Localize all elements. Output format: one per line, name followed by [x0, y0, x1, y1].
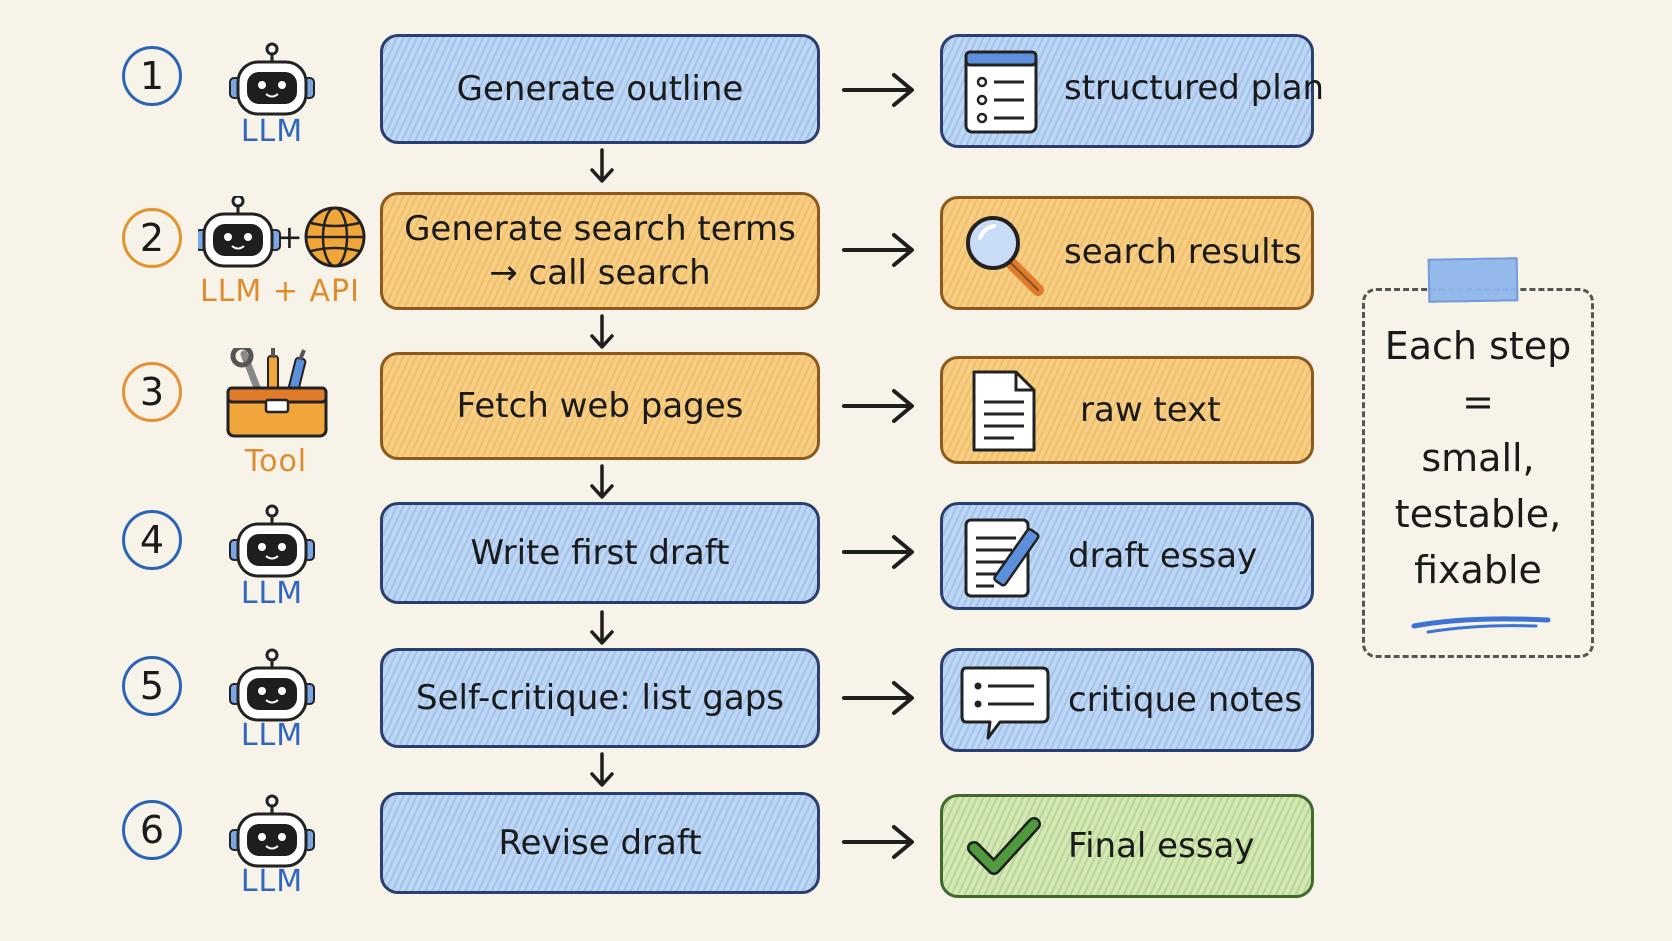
step-4-process: Write first draft: [380, 502, 820, 604]
plus-sign: +: [276, 218, 303, 256]
step-6-actor: LLM: [240, 864, 304, 899]
robot-icon: [228, 42, 316, 116]
step-2-number: 2: [122, 208, 182, 268]
robot-icon: [198, 196, 282, 268]
globe-icon: [304, 206, 366, 268]
speech-bubble-icon: [960, 666, 1050, 740]
step-2-arrow: [842, 233, 914, 267]
step-6-output: [940, 794, 1314, 898]
step-5-down-arrow: [590, 752, 614, 787]
step-1-process: Generate outline: [380, 34, 820, 144]
step-1-down-arrow: [590, 148, 614, 183]
step-5-process-label: Self-critique: list gaps: [416, 678, 784, 718]
step-4-process-label: Write first draft: [470, 533, 730, 573]
step-5-output-label: critique notes: [1068, 680, 1303, 720]
checklist-icon: [964, 50, 1038, 134]
step-6-process-label: Revise draft: [498, 823, 702, 863]
step-2-process: Generate search terms → call search: [380, 192, 820, 310]
note-line-3: small,: [1421, 436, 1535, 480]
step-4-number: 4: [122, 510, 182, 570]
note-line-5: fixable: [1414, 548, 1542, 592]
step-1-output-label: structured plan: [1064, 68, 1325, 108]
step-3-down-arrow: [590, 464, 614, 499]
step-2-output-label: search results: [1064, 232, 1302, 272]
document-icon: [972, 370, 1036, 452]
robot-icon: [228, 504, 316, 578]
robot-icon: [228, 648, 316, 722]
note-text: Each step = small, testable, fixable: [1362, 318, 1594, 598]
step-4-down-arrow: [590, 610, 614, 645]
step-2-process-line1: Generate search terms: [404, 209, 796, 249]
step-6-process: Revise draft: [380, 792, 820, 894]
step-3-output-label: raw text: [1080, 390, 1221, 430]
step-6-arrow: [842, 825, 914, 859]
step-4-arrow: [842, 535, 914, 569]
note-line-2: =: [1462, 380, 1494, 424]
robot-icon: [228, 794, 316, 868]
step-2-down-arrow: [590, 314, 614, 349]
step-5-arrow: [842, 681, 914, 715]
checkmark-icon: [967, 817, 1041, 875]
step-3-actor: Tool: [244, 444, 308, 479]
step-1-number: 1: [122, 46, 182, 106]
underline-scribble: [1411, 616, 1551, 634]
step-5-actor: LLM: [240, 718, 304, 753]
step-1-process-label: Generate outline: [456, 69, 744, 109]
step-3-arrow: [842, 389, 914, 423]
toolbox-icon: [226, 348, 328, 438]
step-4-actor: LLM: [240, 576, 304, 611]
step-5-number: 5: [122, 656, 182, 716]
step-5-process: Self-critique: list gaps: [380, 648, 820, 748]
step-6-number: 6: [122, 800, 182, 860]
step-1-actor: LLM: [240, 114, 304, 149]
step-6-output-label: Final essay: [1068, 826, 1255, 866]
step-2-process-line2: → call search: [489, 253, 711, 293]
tape-decoration: [1427, 257, 1519, 303]
step-1-arrow: [842, 73, 914, 107]
note-line-1: Each step: [1384, 324, 1572, 368]
step-3-process: Fetch web pages: [380, 352, 820, 460]
note-line-4: testable,: [1394, 492, 1562, 536]
step-3-number: 3: [122, 362, 182, 422]
step-2-actor: LLM + API: [200, 274, 360, 309]
magnifier-icon: [966, 216, 1044, 296]
step-4-output-label: draft essay: [1068, 536, 1258, 576]
edit-document-icon: [964, 518, 1040, 598]
step-3-process-label: Fetch web pages: [456, 386, 744, 426]
